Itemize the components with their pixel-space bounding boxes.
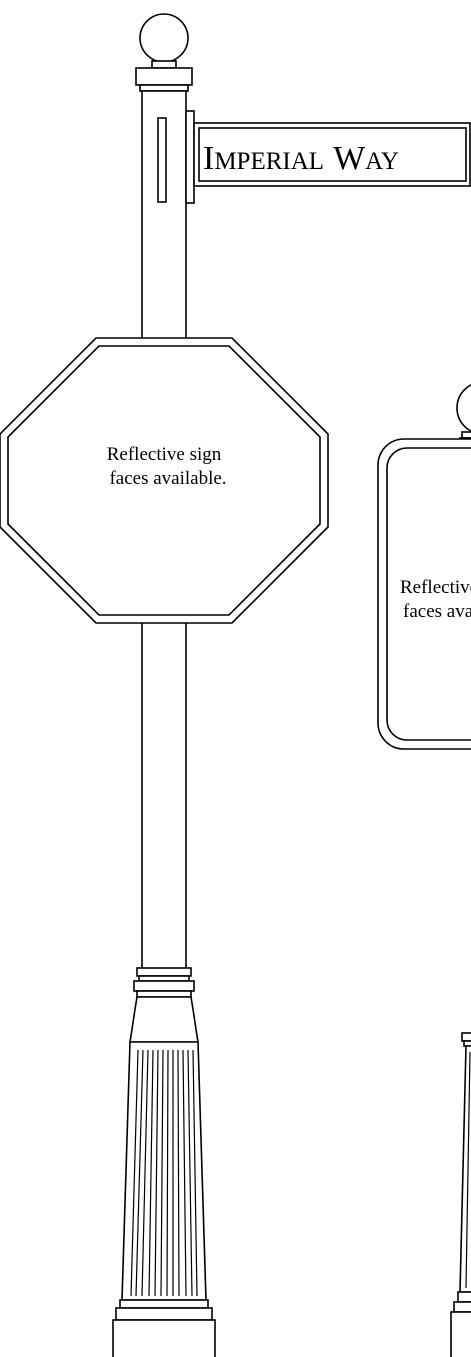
left-finial-collar [135,67,193,86]
left-base-bell [129,996,199,1043]
left-post-cap-ring [139,84,189,92]
street-sign-bracket [185,110,195,204]
right-sign-assembly: Reflective sign faces available. [377,384,471,750]
left-post-lower-shaft [141,619,187,971]
rect-sign-line-1: Reflective sign [400,577,471,598]
left-base-flutes [130,1049,198,1297]
left-finial-neck [151,60,177,69]
left-post [112,13,216,1357]
left-base-plinth-ring [119,1299,209,1309]
octagon-sign: Reflective sign faces available. [0,337,329,624]
left-base-collar-3 [133,980,195,992]
right-base-collar-1 [461,1032,471,1042]
right-finial-neck [461,431,471,439]
octagon-sign-line-1: Reflective sign [107,444,222,465]
left-post-slot [157,117,167,203]
street-name-initial-2: W [333,140,366,177]
street-name-sign: IMPERIAL WAY [185,110,471,204]
right-ball-finial [456,384,471,432]
right-base-foot-ring [453,1301,471,1313]
street-name-initial-1: I [203,140,214,177]
street-name-rest-1: MPERIAL [214,148,324,175]
right-base-foot [450,1311,471,1357]
left-ball-finial [139,13,189,63]
right-base-plinth [457,1291,471,1303]
left-base-plinth [115,1307,213,1321]
street-sign-text: IMPERIAL WAY [203,140,399,177]
street-name-rest-2: AY [365,148,399,175]
octagon-sign-line-2: faces available. [109,468,226,489]
left-base-foot [112,1319,216,1357]
rect-sign-inner [386,447,471,741]
left-base-collar-4 [136,990,192,998]
rect-sign-line-2: faces available. [403,601,471,622]
street-sign-inner-frame [198,127,467,182]
right-base-flutes [465,1051,471,1289]
right-post-base [450,1032,471,1357]
right-base-collar-2 [463,1040,471,1047]
octagon-sign-inner [7,345,321,616]
right-fluted-base [459,1045,471,1293]
left-base-collar-1 [136,967,192,977]
